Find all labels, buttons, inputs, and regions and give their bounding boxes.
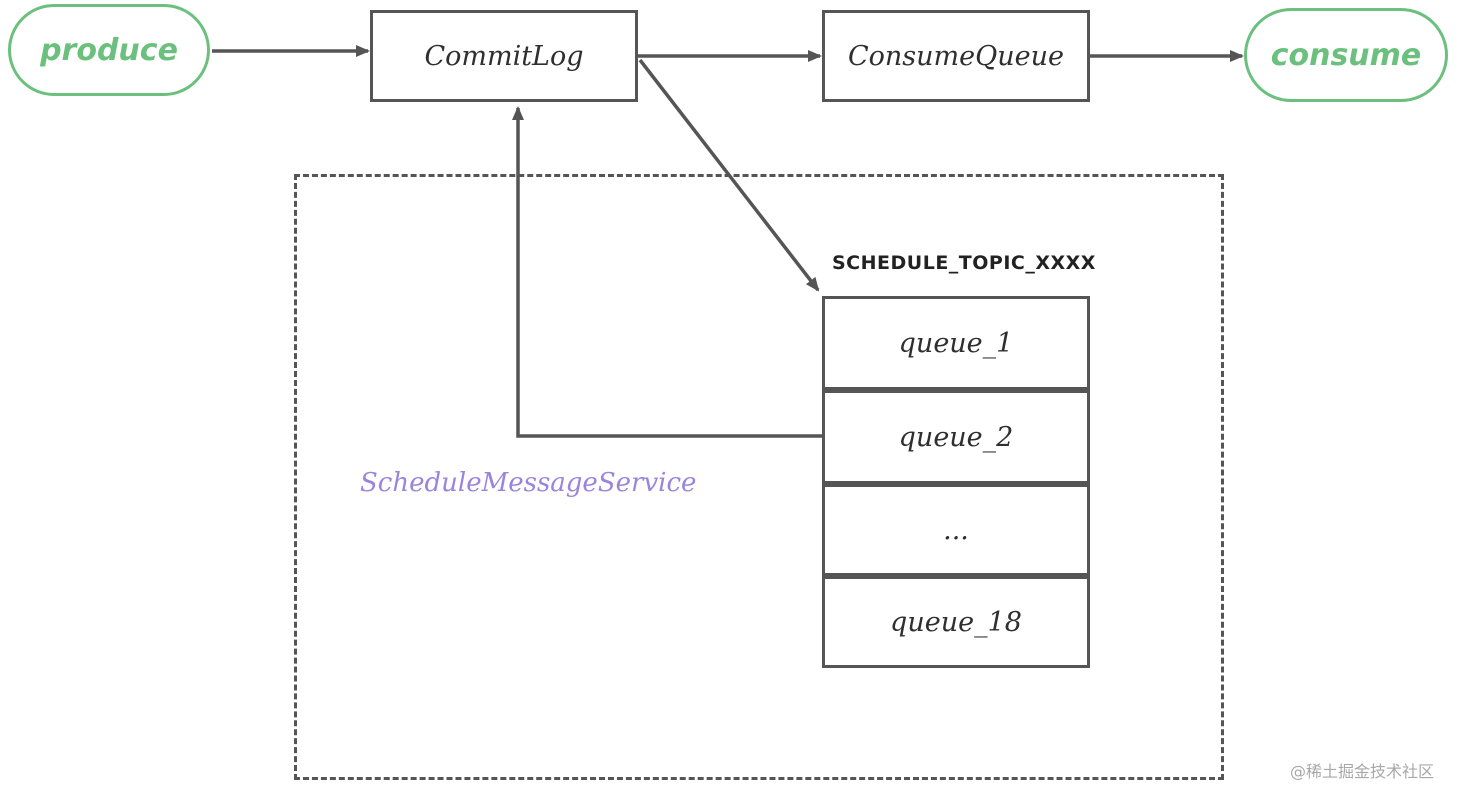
queue-item: ... — [822, 484, 1090, 576]
queue-item: queue_2 — [822, 390, 1090, 484]
queue-label: queue_2 — [898, 421, 1014, 453]
schedule-topic-label: SCHEDULE_TOPIC_XXXX — [832, 252, 1096, 274]
produce-node: produce — [8, 4, 210, 96]
commitlog-node: CommitLog — [370, 10, 638, 102]
consume-node: consume — [1244, 8, 1448, 102]
arrow-queue-back-to-commitlog — [512, 106, 822, 438]
commitlog-label: CommitLog — [424, 40, 584, 72]
queue-ellipsis: ... — [943, 514, 969, 546]
queue-item: queue_18 — [822, 576, 1090, 668]
produce-label: produce — [40, 32, 178, 68]
queue-item: queue_1 — [822, 296, 1090, 390]
consumequeue-label: ConsumeQueue — [848, 40, 1064, 72]
consumequeue-node: ConsumeQueue — [822, 10, 1090, 102]
schedule-service-label: ScheduleMessageService — [360, 468, 697, 498]
consume-label: consume — [1270, 37, 1422, 73]
watermark: @稀土掘金技术社区 — [1290, 762, 1435, 781]
queue-label: queue_18 — [890, 606, 1022, 638]
queue-label: queue_1 — [898, 327, 1014, 359]
schedule-service-region — [294, 174, 1224, 780]
